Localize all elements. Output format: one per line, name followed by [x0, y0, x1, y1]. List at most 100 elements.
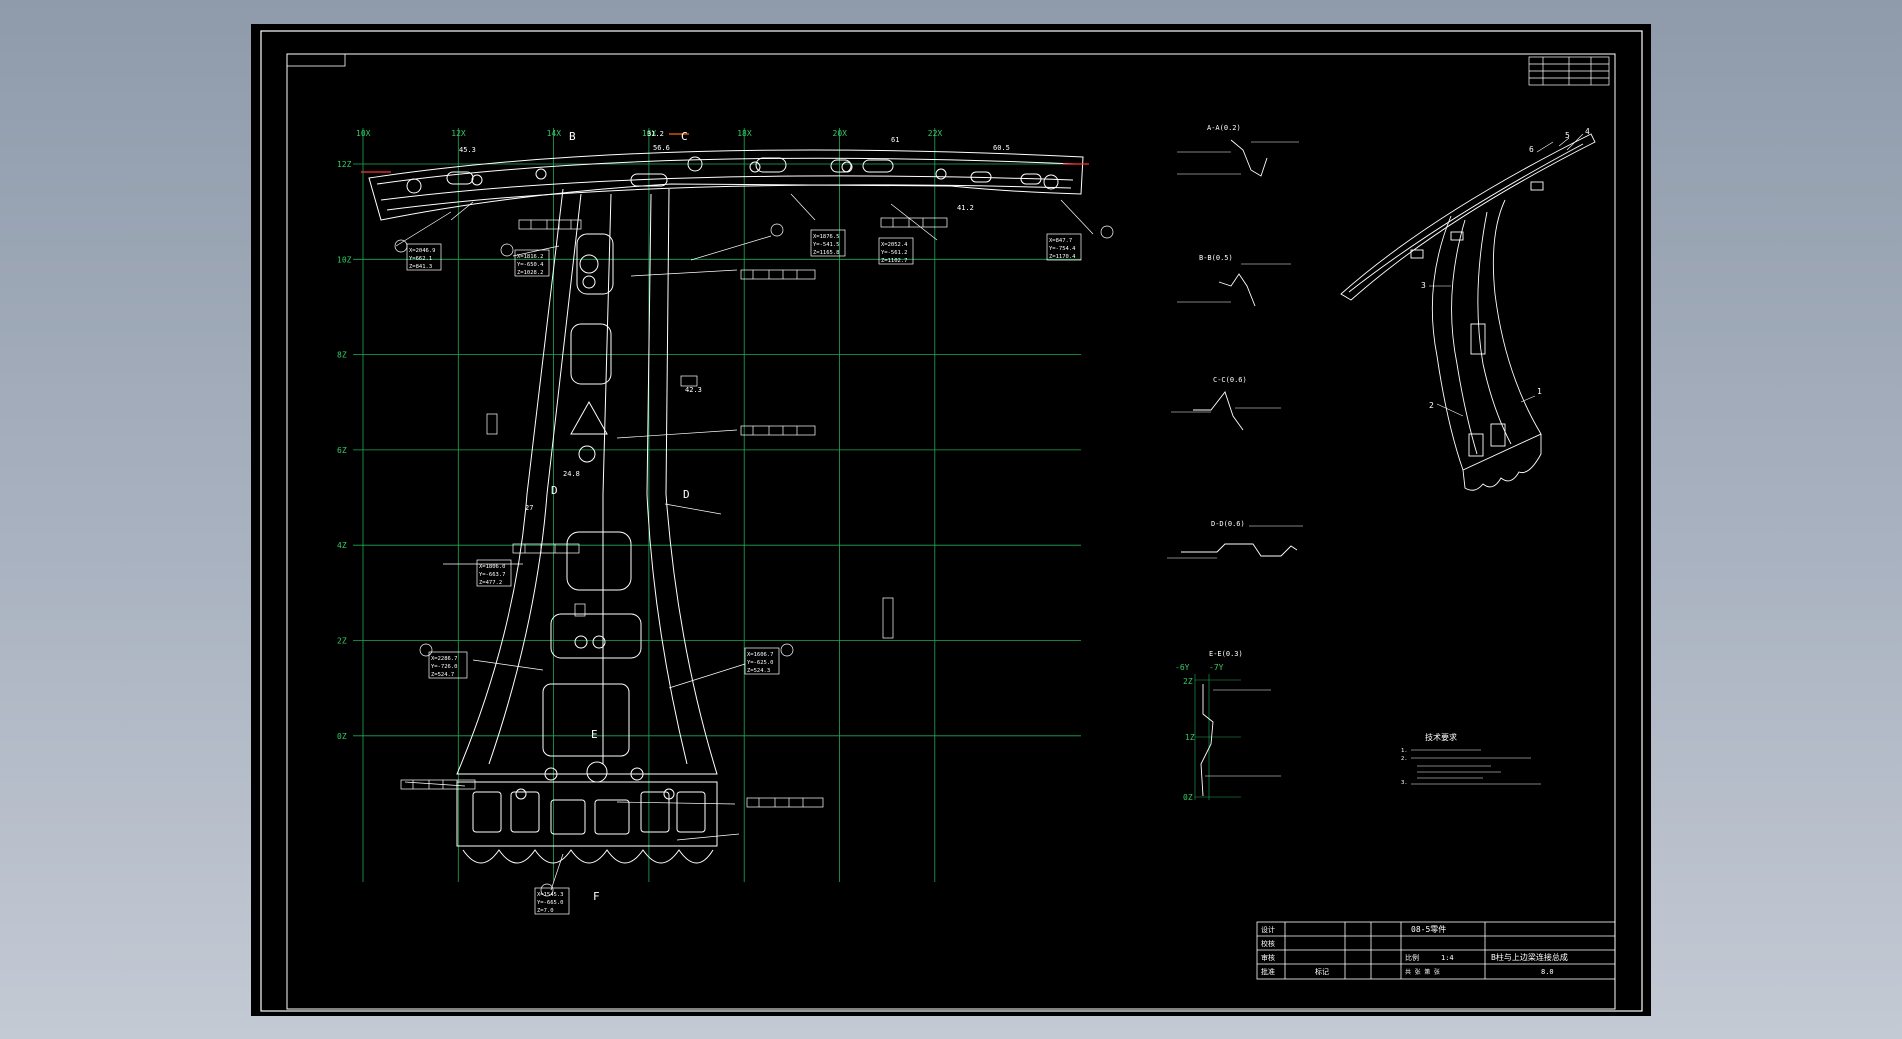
grid-label-z: 10Z [337, 255, 352, 264]
section-d-d: D-D(0.6) [1167, 520, 1303, 559]
tech-req-line: 3. [1401, 780, 1408, 786]
section-c-profile [1193, 391, 1244, 431]
coordinate-value: Y=662.1 [409, 256, 432, 262]
iso-base [1462, 434, 1542, 491]
dimension-label: 27 [525, 504, 533, 512]
rail-slot [1020, 173, 1042, 185]
iso-callout-label: 1 [1537, 387, 1542, 396]
coordinate-value: X=1816.2 [517, 254, 544, 260]
rail-slot [862, 159, 894, 173]
mounting-hole [406, 178, 422, 194]
dimension-label: 45.3 [459, 146, 476, 154]
balloon [540, 883, 554, 897]
rail-slot [970, 171, 992, 183]
mounting-hole [574, 635, 588, 649]
coordinate-box: X=2046.9 Y=662.1 Z=841.3 [406, 243, 442, 271]
pillar-center-rib [602, 193, 612, 764]
coordinate-box: X=847.7 Y=-754.4 Z=1170.4 [1046, 233, 1082, 261]
roof-rail-inner-3 [386, 184, 1072, 211]
coordinate-value: Z=1170.4 [1049, 254, 1076, 260]
coordinate-box: X=2052.4 Y=-561.2 Z=1102.7 [878, 237, 914, 265]
balloon [780, 643, 794, 657]
mounting-hole [471, 174, 483, 186]
rail-slot [446, 171, 474, 185]
pillar-base [456, 781, 718, 847]
section-b-b: B-B(0.5) [1177, 254, 1291, 307]
dimension-label: 31.2 [647, 130, 664, 138]
inner-border [286, 53, 1616, 1010]
coordinate-value: Z=1102.7 [881, 258, 908, 264]
pillar-pocket [576, 233, 614, 295]
grid-label-z: 12Z [337, 160, 352, 169]
grid-label-x: 12X [451, 129, 466, 138]
revision-block [1528, 56, 1610, 86]
coordinate-value: X=2052.4 [881, 242, 908, 248]
coordinate-value: Z=841.3 [409, 264, 432, 270]
pillar-pocket [542, 683, 630, 757]
datum-labels: B C D D E F [551, 130, 690, 903]
base-pocket [676, 791, 706, 833]
iso-roof-rail [1340, 133, 1596, 301]
title-block-row-label: 设计 [1261, 925, 1275, 934]
coordinate-value: Z=524.7 [431, 672, 454, 678]
coordinate-box: X=1816.2 Y=-650.4 Z=1028.2 [514, 249, 550, 277]
balloon [394, 239, 408, 253]
balloon [419, 643, 433, 657]
balloon [770, 223, 784, 237]
section-a-profile [1230, 139, 1268, 177]
section-e-y-label: -7Y [1209, 663, 1224, 672]
coordinate-value: Z=1165.8 [813, 250, 840, 256]
leader-lines [395, 193, 1094, 891]
grid-label-z: 0Z [337, 732, 347, 741]
title-block-number: 8.0 [1541, 968, 1554, 976]
title-block-drawing-name: B柱与上边梁连接总成 [1491, 952, 1568, 962]
outer-border [260, 30, 1643, 1012]
iso-pocket [1530, 181, 1544, 191]
section-e-profile [1200, 684, 1214, 797]
mounting-hole [579, 254, 599, 274]
iso-pillar-inner [1451, 219, 1478, 455]
iso-callout-label: 2 [1429, 401, 1434, 410]
mounting-hole [749, 161, 761, 173]
technical-requirements: 技术要求 1. 2. 3. [1401, 732, 1541, 786]
corner-tag [286, 53, 346, 67]
grid-label-z: 2Z [337, 637, 347, 646]
title-block-rev-label: 标记 [1315, 967, 1329, 976]
section-d-title: D-D(0.6) [1211, 520, 1245, 528]
rail-slot [830, 159, 852, 173]
coordinate-value: Z=1028.2 [517, 270, 544, 276]
pillar-inner-right [646, 193, 688, 765]
iso-callout-label: 6 [1529, 145, 1534, 154]
iso-callout-label: 4 [1585, 127, 1590, 136]
coordinate-box: X=1806.0 Y=-663.7 Z=477.2 [476, 559, 512, 587]
section-c-c: C-C(0.6) [1171, 376, 1281, 431]
mounting-hole [1043, 174, 1059, 190]
coordinate-value: X=1606.7 [747, 652, 774, 658]
tech-req-line: 1. [1401, 748, 1408, 754]
title-block-scale: 1:4 [1441, 954, 1454, 962]
rail-slot [755, 157, 787, 173]
section-e-e: E-E(0.3) -6Y -7Y 2Z 1Z 0Z [1175, 650, 1281, 802]
dimension-label: 56.6 [653, 144, 670, 152]
iso-view [1340, 133, 1596, 491]
dimension-label: 41.2 [957, 204, 974, 212]
base-pocket [640, 791, 670, 833]
pillar-pocket [570, 400, 608, 435]
coordinate-value: Y=-726.0 [431, 664, 458, 670]
grid-label-x: 14X [547, 129, 562, 138]
section-e-z-label: 2Z [1183, 677, 1193, 686]
mounting-hole [578, 445, 596, 463]
iso-pocket [1490, 423, 1506, 447]
roof-rail-inner-2 [380, 175, 1074, 201]
mounting-hole [515, 788, 527, 800]
mounting-hole [687, 156, 703, 172]
iso-pocket [1450, 231, 1464, 241]
coordinate-value: Y=-625.0 [747, 660, 774, 666]
iso-pillar [1431, 199, 1542, 471]
iso-callout-label: 5 [1565, 131, 1570, 140]
balloon [1100, 225, 1114, 239]
